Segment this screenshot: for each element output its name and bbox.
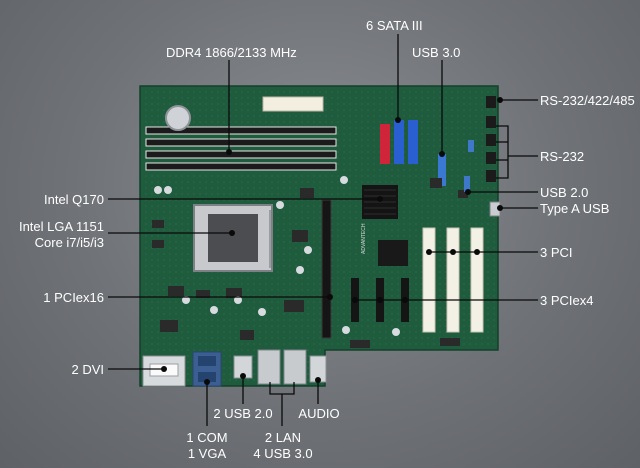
label-dvi: 2 DVI: [71, 362, 104, 377]
label-type-a-usb: Type A USB: [540, 201, 610, 216]
label-sata: 6 SATA III: [366, 18, 423, 33]
label-lga-line1: Intel LGA 1151: [18, 219, 104, 234]
dimm-slot: [145, 126, 337, 135]
callout-lines: [108, 34, 538, 426]
label-audio: AUDIO: [298, 406, 340, 421]
callout-dots: [161, 97, 503, 385]
label-usb20-bottom: 2 USB 2.0: [213, 406, 273, 421]
label-pciex4: 3 PCIex4: [540, 293, 594, 308]
serial-header: [486, 152, 496, 164]
super-io-chip: [378, 240, 408, 266]
label-rs232-422-485: RS-232/422/485: [540, 93, 635, 108]
dimm-slot: [145, 150, 337, 159]
label-usb30-bottom: 4 USB 3.0: [253, 446, 313, 461]
label-rs232: RS-232: [540, 149, 585, 164]
pci-slots: [422, 227, 484, 333]
pci-slot: [446, 227, 460, 333]
cmos-battery: [165, 105, 191, 131]
lan-usb3-port-b: [283, 349, 307, 385]
label-pci: 3 PCI: [540, 245, 573, 260]
serial-header: [486, 116, 496, 128]
label-vga: 1 VGA: [187, 446, 227, 461]
misc-components: [152, 178, 468, 348]
lan-usb3-port-a: [257, 349, 281, 385]
label-usb20-right: USB 2.0: [540, 185, 589, 200]
pci-slot: [422, 227, 436, 333]
cpu-socket-pad: [208, 214, 258, 262]
label-lga-line2: Core i7/i5/i3: [34, 235, 104, 250]
dimm-slot: [145, 162, 337, 171]
label-com: 1 COM: [186, 430, 228, 445]
pcie-x16-slot: [321, 199, 332, 339]
small-headers: [464, 140, 474, 192]
label-usb30-top: USB 3.0: [412, 45, 461, 60]
dimm-slots: [145, 126, 337, 171]
pci-slot: [470, 227, 484, 333]
serial-header: [486, 170, 496, 182]
serial-header: [486, 96, 496, 108]
sata-port: [408, 120, 418, 164]
label-lan: 2 LAN: [264, 430, 302, 445]
usb3-header: [438, 154, 446, 186]
label-intel-q170: Intel Q170: [44, 192, 104, 207]
label-pciex16: 1 PCIex16: [43, 290, 104, 305]
dimm-slot: [145, 138, 337, 147]
capacitors: [154, 176, 400, 336]
label-ddr4: DDR4 1866/2133 MHz: [166, 45, 297, 60]
sata-port: [380, 124, 390, 164]
sata-port: [394, 120, 404, 164]
atx-power-connector: [262, 96, 324, 112]
board-brand-text: ADVANTECH: [361, 223, 367, 254]
sata-ports: [380, 120, 418, 164]
serial-header: [486, 134, 496, 146]
